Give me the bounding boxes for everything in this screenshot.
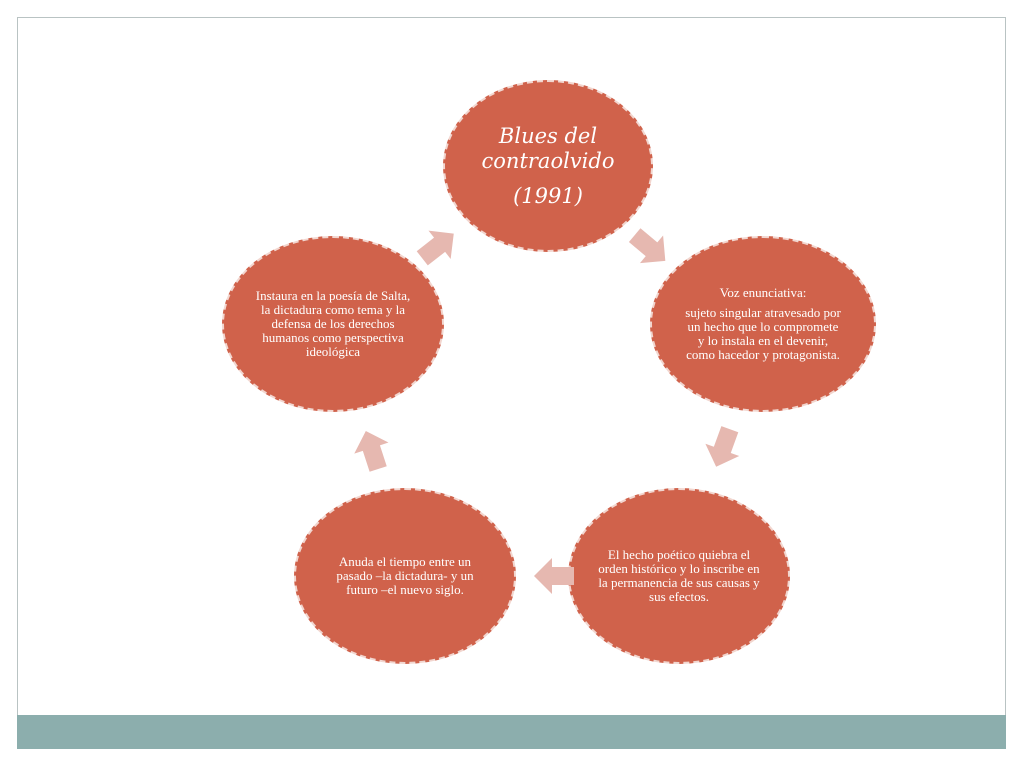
node-instaura: Instaura en la poesía de Salta, la dicta… bbox=[222, 236, 444, 412]
arrow-4-to-5 bbox=[354, 430, 389, 472]
node-anuda-body: Anuda el tiempo entre un pasado –la dict… bbox=[336, 554, 474, 597]
node-voz-heading: Voz enunciativa: bbox=[719, 285, 807, 300]
arrow-2-to-3 bbox=[705, 426, 740, 467]
node-title-text: Blues del contraolvido bbox=[481, 123, 615, 173]
arrow-5-to-1 bbox=[416, 230, 454, 266]
node-hecho-body: El hecho poético quiebra el orden histór… bbox=[598, 547, 760, 604]
arrow-1-to-2 bbox=[628, 228, 666, 264]
node-instaura-body: Instaura en la poesía de Salta, la dicta… bbox=[255, 288, 411, 359]
footer-bar bbox=[17, 715, 1006, 749]
node-voz-enunciativa: Voz enunciativa: sujeto singular atraves… bbox=[650, 236, 876, 412]
node-voz-body: sujeto singular atravesado por un hecho … bbox=[685, 305, 841, 362]
node-title: Blues del contraolvido (1991) bbox=[443, 80, 653, 252]
arrow-3-to-4 bbox=[534, 558, 574, 594]
node-title-year: (1991) bbox=[513, 183, 583, 208]
node-anuda-tiempo: Anuda el tiempo entre un pasado –la dict… bbox=[294, 488, 516, 664]
node-hecho-poetico: El hecho poético quiebra el orden histór… bbox=[568, 488, 790, 664]
